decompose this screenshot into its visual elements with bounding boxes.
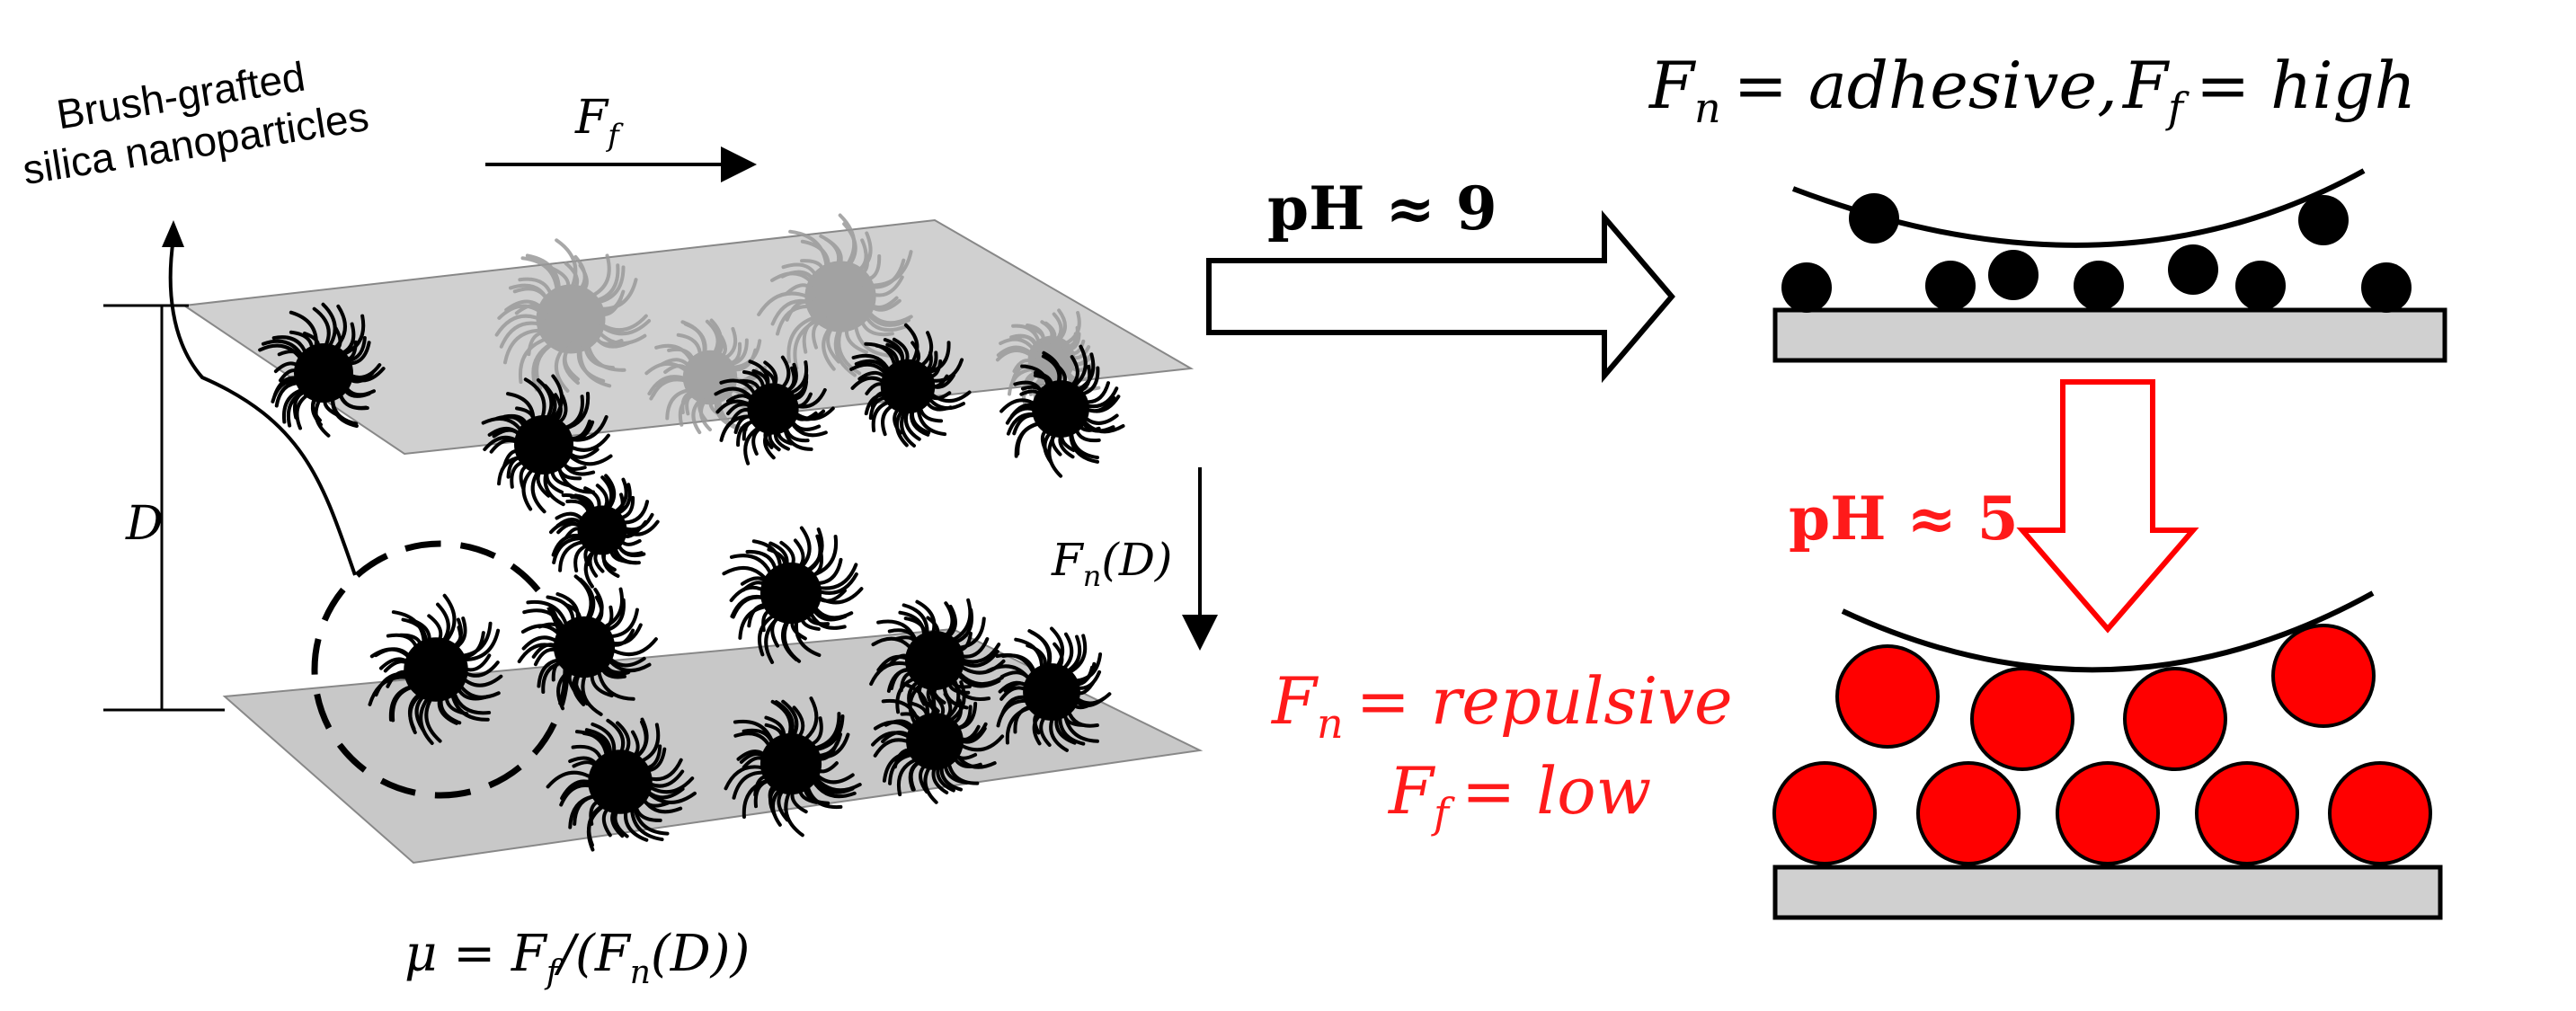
high-ph-forces-label: Fn= adhesive,Ff= high — [1648, 48, 2416, 132]
brush-particle — [494, 238, 652, 393]
ph9-transition-arrow — [1206, 209, 1675, 384]
ph5-label: pH ≈ 5 — [1789, 483, 2019, 554]
friction-force-label: Ff — [574, 91, 624, 154]
brush-particle — [724, 696, 862, 838]
brush-particle — [548, 474, 660, 589]
label-pointer-arrowhead — [162, 220, 184, 247]
particle — [1925, 261, 1976, 311]
high-ph-particles — [1781, 193, 2412, 313]
particle — [2168, 244, 2218, 295]
particle — [1916, 761, 2021, 865]
selection-circle — [311, 540, 570, 799]
brush-particle — [481, 374, 613, 514]
low-ph-friction-force-label: Ff= low — [1387, 753, 1651, 838]
particle — [1849, 193, 1899, 244]
particle — [2361, 262, 2412, 313]
low-ph-normal-force-label: Fn= repulsive — [1270, 663, 1733, 748]
brush-particle — [368, 593, 503, 745]
particle — [2056, 761, 2160, 865]
brush-particle — [714, 355, 835, 466]
particle — [2298, 195, 2349, 245]
brush-particle — [546, 717, 697, 852]
brush-particle — [869, 598, 1006, 729]
brush-particle — [871, 675, 1005, 804]
particle — [1988, 250, 2039, 300]
particle — [2271, 624, 2376, 728]
particle — [1835, 644, 1940, 749]
particle — [1781, 262, 1832, 313]
particle — [2235, 261, 2286, 311]
ph9-label: pH ≈ 9 — [1267, 173, 1497, 244]
gap-distance-label: D — [125, 497, 164, 551]
particle — [1772, 761, 1877, 865]
brush-particle — [985, 626, 1112, 752]
brush-particle — [999, 344, 1125, 478]
label-pointer-arrow — [168, 237, 357, 576]
brush-particle — [757, 213, 913, 377]
brush-particle — [517, 574, 658, 716]
ph5-transition-arrow — [2016, 379, 2199, 634]
brush-particles — [258, 302, 1125, 852]
particle — [2195, 761, 2299, 865]
particle — [2074, 261, 2124, 311]
particle — [2328, 761, 2432, 865]
high-ph-substrate — [1772, 307, 2447, 363]
particles-label: Brush-grafted silica nanoparticles — [20, 52, 372, 193]
low-ph-probe-surface — [1841, 590, 2375, 673]
brush-particle — [849, 323, 972, 448]
normal-force-label: Fn(D) — [1051, 534, 1172, 593]
friction-coefficient-formula: μ = Ff/(Fn(D)) — [404, 925, 750, 991]
particle — [2123, 667, 2227, 771]
brush-particle — [258, 302, 386, 438]
low-ph-particles — [1772, 624, 2432, 865]
brush-particle — [722, 526, 864, 664]
low-ph-substrate — [1772, 865, 2443, 920]
particle — [1970, 667, 2074, 771]
